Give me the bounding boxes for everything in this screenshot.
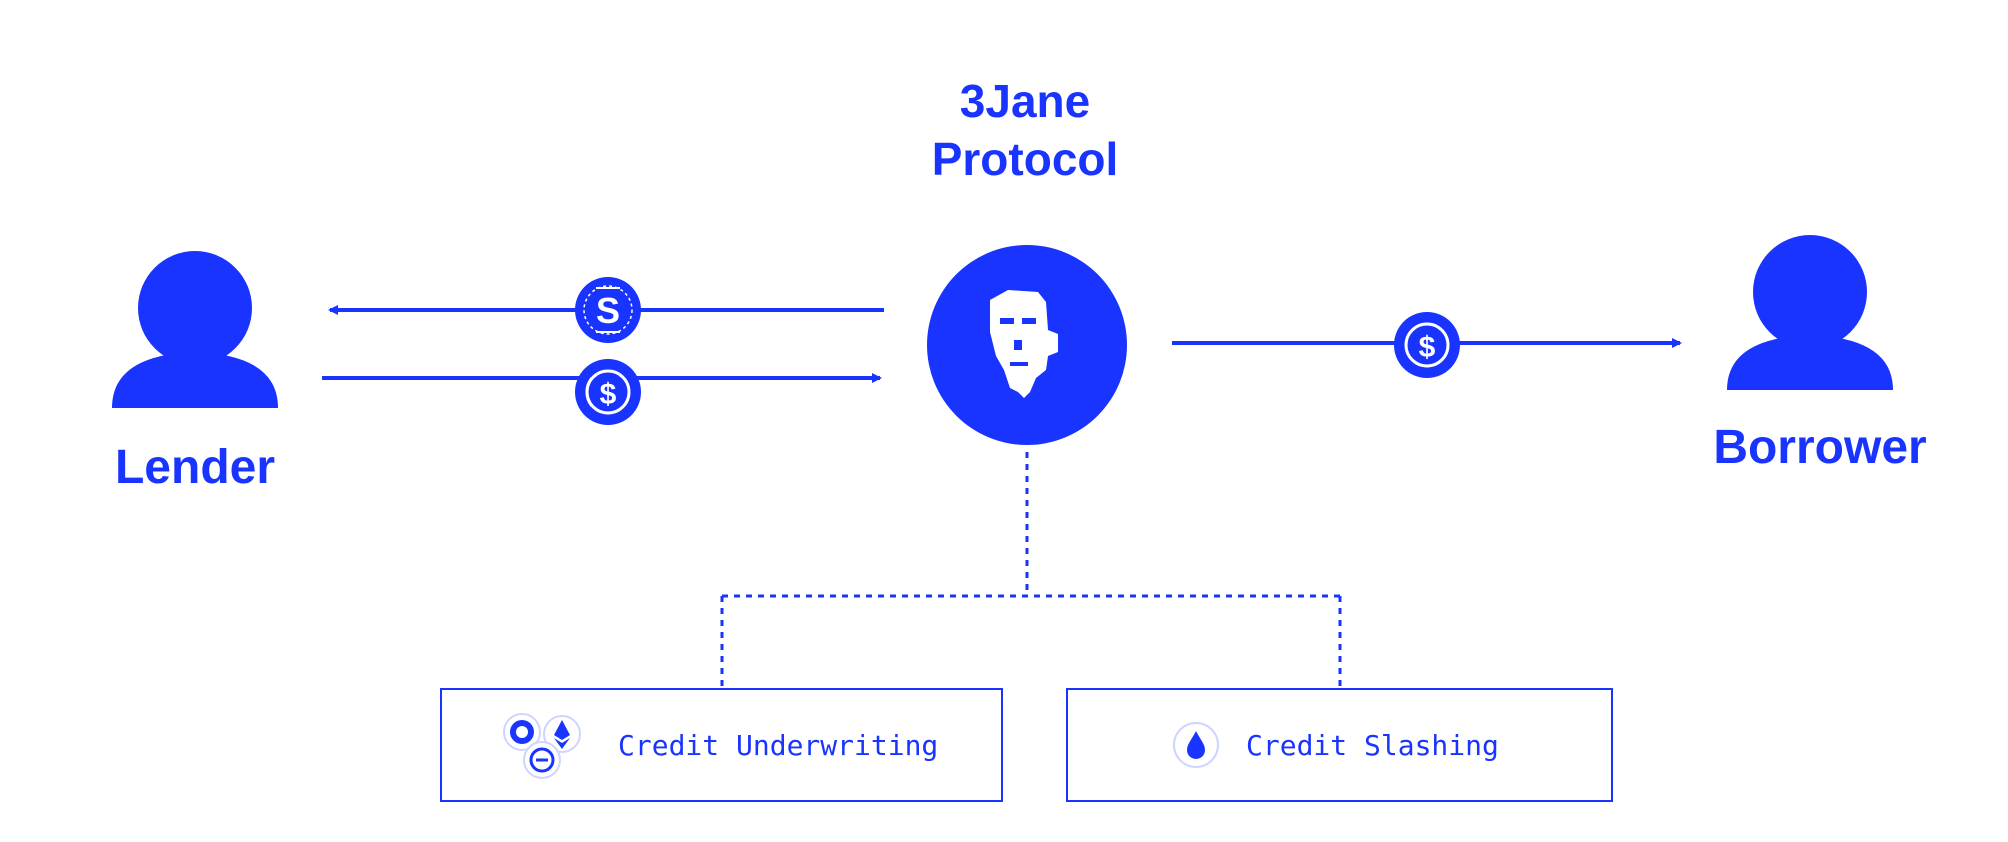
protocol-title: 3Jane Protocol [880, 72, 1170, 188]
protocol-title-line1: 3Jane [959, 75, 1091, 127]
borrower-person-icon [1727, 235, 1893, 390]
svg-text:S: S [596, 290, 620, 331]
svg-text:$: $ [1419, 331, 1436, 364]
connector-tree [720, 452, 1342, 688]
lender-person-icon [112, 251, 278, 408]
credit-underwriting-label: Credit Underwriting [618, 728, 939, 762]
svg-text:$: $ [600, 378, 617, 411]
protocol-face-logo-icon [927, 245, 1127, 445]
lender-label: Lender [114, 441, 276, 494]
credit-slashing-label: Credit Slashing [1246, 728, 1499, 762]
usdc-coin-icon: $ [575, 359, 641, 425]
s-token-icon: S [575, 277, 641, 343]
crypto-assets-icon [503, 713, 581, 779]
protocol-title-line2: Protocol [931, 133, 1119, 185]
usdc-coin-icon: $ [1394, 312, 1460, 378]
credit-underwriting-box: Credit Underwriting [440, 688, 1003, 802]
borrower-label: Borrower [1713, 421, 1927, 474]
credit-slashing-box: Credit Slashing [1066, 688, 1613, 802]
drop-icon [1173, 722, 1219, 768]
